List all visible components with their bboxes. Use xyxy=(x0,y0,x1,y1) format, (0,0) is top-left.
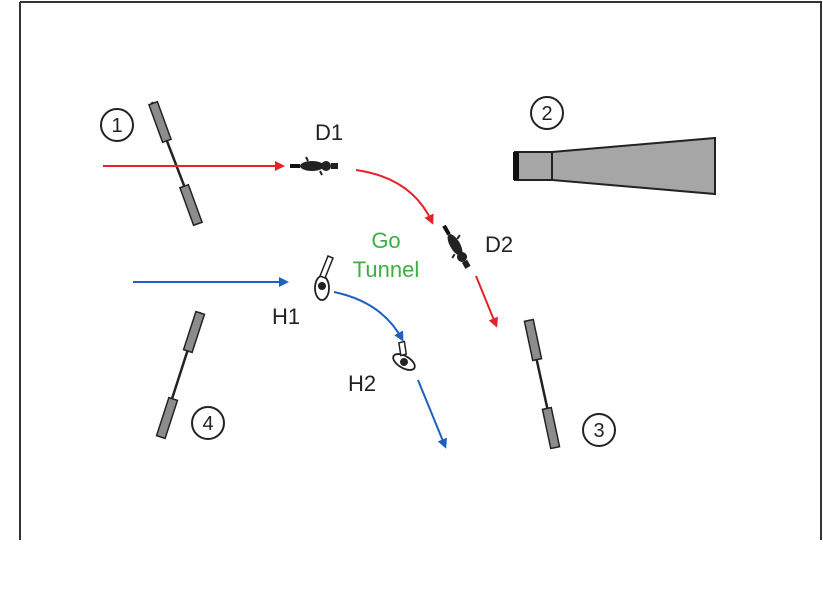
obstacle-number-3: 3 xyxy=(582,413,616,447)
jump-4 xyxy=(155,310,206,440)
obstacle-number-2: 2 xyxy=(530,96,564,130)
jump-3 xyxy=(523,318,561,450)
label-d1: D1 xyxy=(315,120,343,145)
dog-path-arrow-2 xyxy=(355,169,434,225)
dog-path-arrow-3 xyxy=(475,275,498,328)
dog-icon-d1 xyxy=(290,156,338,176)
tunnel-2 xyxy=(513,136,716,196)
diagram-frame xyxy=(19,1,822,540)
label-h2: H2 xyxy=(348,371,376,396)
jump-1 xyxy=(147,100,204,227)
handler-icon-h2 xyxy=(392,340,416,371)
obstacle-number-4: 4 xyxy=(191,406,225,440)
svg-text:1: 1 xyxy=(111,115,122,137)
svg-text:2: 2 xyxy=(541,103,552,125)
cue-go: Go xyxy=(371,228,400,253)
cue-tunnel: Tunnel xyxy=(353,257,419,282)
handler-path xyxy=(133,277,447,449)
obstacle-number-1: 1 xyxy=(100,108,134,142)
label-h1: H1 xyxy=(272,304,300,329)
handler-path-arrow-3 xyxy=(417,379,447,449)
svg-text:4: 4 xyxy=(202,413,213,435)
dog-icon-d2 xyxy=(442,224,471,269)
dog-path xyxy=(103,161,498,328)
label-d2: D2 xyxy=(485,232,513,257)
handler-path-arrow-2 xyxy=(333,291,404,342)
svg-text:3: 3 xyxy=(593,420,604,442)
handler-icon-h1 xyxy=(314,255,334,301)
